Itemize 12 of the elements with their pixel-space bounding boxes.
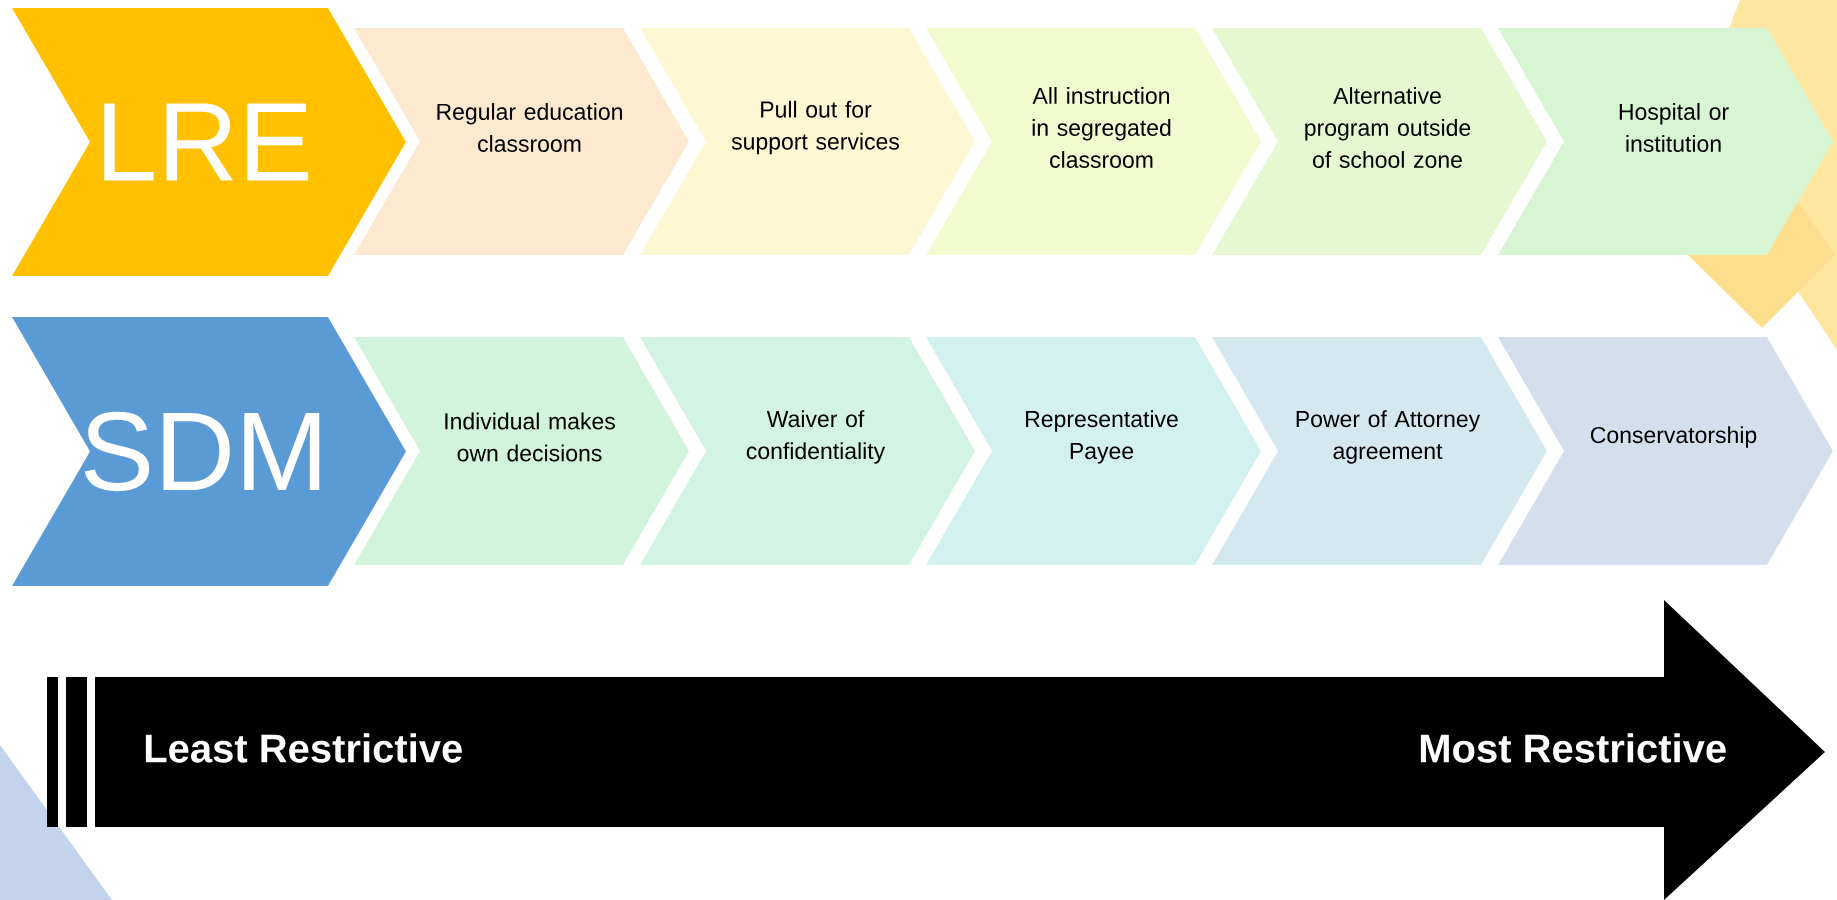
chevron-step: Hospital or institution	[1498, 28, 1833, 255]
chevron-step: Regular education classroom	[354, 28, 689, 255]
chevron-step: Alternative program outside of school zone	[1212, 28, 1547, 255]
chevron-step: Power of Attorney agreement	[1212, 337, 1547, 565]
chevron-step: Pull out for support services	[640, 28, 975, 255]
chevron-step: Representative Payee	[926, 337, 1261, 565]
chevron-label: LRE	[12, 8, 406, 276]
chevron-label: SDM	[12, 317, 406, 586]
chevron-step: Waiver of confidentiality	[640, 337, 975, 565]
chevron-step: Individual makes own decisions	[354, 337, 689, 565]
chevron-step: Conservatorship	[1498, 337, 1833, 565]
chevron-step: All instruction in segregated classroom	[926, 28, 1261, 255]
